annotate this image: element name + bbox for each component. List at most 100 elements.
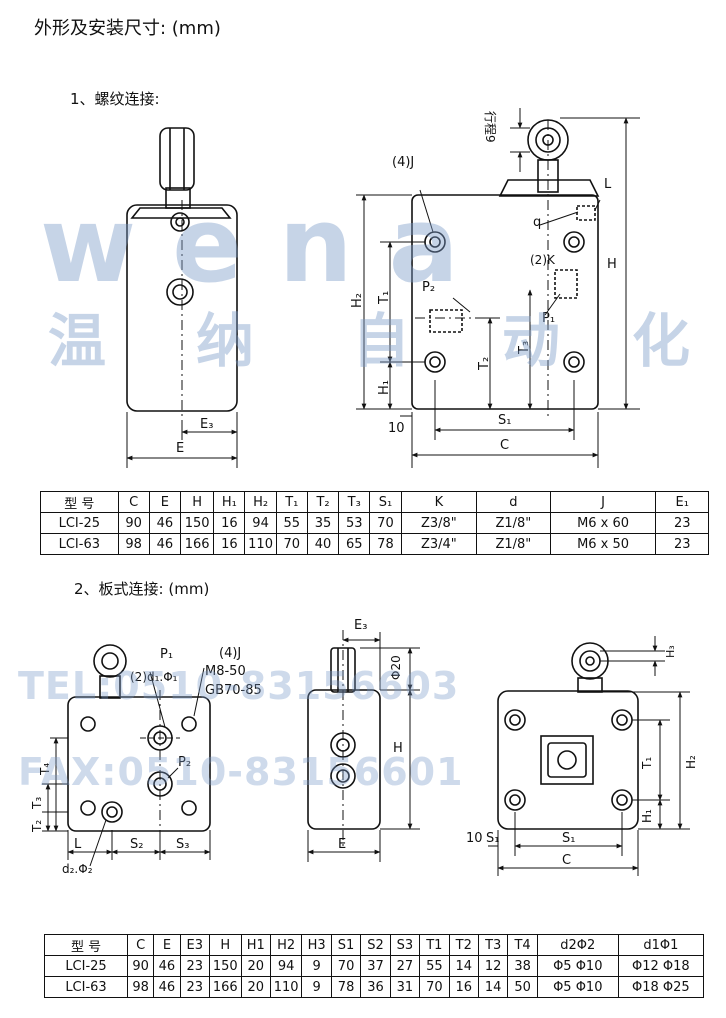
plate-middle-view bbox=[307, 630, 420, 862]
plate-t3-label: T₃ bbox=[30, 797, 44, 810]
table-cell: 78 bbox=[330, 976, 362, 998]
table-cell: Φ5 Φ10 bbox=[536, 976, 619, 998]
table-cell: 31 bbox=[389, 976, 421, 998]
plate-right-view bbox=[488, 636, 690, 876]
table-cell: 70 bbox=[369, 512, 402, 534]
plate-j-label: (4)J bbox=[219, 646, 241, 661]
table-header-cell: C bbox=[127, 934, 155, 956]
table-header-cell: H3 bbox=[301, 934, 332, 956]
table-cell: 166 bbox=[208, 976, 242, 998]
dim-t3-label: T₃ bbox=[517, 341, 532, 355]
table-cell: 94 bbox=[269, 955, 303, 977]
plate-s2-label: S₂ bbox=[130, 837, 143, 852]
table-header-cell: H bbox=[208, 934, 242, 956]
plate-d1-label: (2)d₁.Φ₁ bbox=[130, 670, 178, 684]
table-cell: 37 bbox=[360, 955, 391, 977]
plate-bolt-label: M8-50 bbox=[205, 664, 246, 679]
table-cell: 40 bbox=[306, 533, 340, 555]
table-cell: 14 bbox=[448, 955, 479, 977]
table-cell: 12 bbox=[477, 955, 509, 977]
right-s1-small-label: S₁ bbox=[486, 831, 499, 846]
table-header-cell: H₁ bbox=[213, 491, 246, 513]
section-2-label: 2、板式连接: (mm) bbox=[74, 580, 210, 598]
table-header-cell: H2 bbox=[269, 934, 303, 956]
table-cell: M6 x 60 bbox=[549, 512, 657, 534]
plate-s3-label: S₃ bbox=[176, 837, 189, 852]
plate-standard-label: GB70-85 bbox=[205, 683, 262, 698]
table-cell: 9 bbox=[301, 976, 332, 998]
right-h2-label: H₂ bbox=[684, 755, 698, 769]
table-cell: 27 bbox=[389, 955, 421, 977]
dim-e3-label: E₃ bbox=[200, 417, 213, 432]
plate-t2-label: T₂ bbox=[30, 820, 44, 833]
table-cell: 46 bbox=[153, 976, 181, 998]
table-cell: 110 bbox=[244, 533, 277, 555]
threaded-connection-drawing: E₃ E (4)J 行程9 L q (2)K H P₂ P₁ H₂ T₁ H₁ … bbox=[126, 108, 640, 468]
stroke-label: 行程9 bbox=[483, 111, 498, 143]
table-cell: 46 bbox=[153, 955, 181, 977]
table-cell: 23 bbox=[179, 955, 210, 977]
dim-t1-label: T₁ bbox=[377, 291, 392, 305]
table-header-cell: 型 号 bbox=[40, 491, 119, 513]
section-1-label: 1、螺纹连接: bbox=[70, 90, 160, 108]
table-row: LCI-63 98 46 166 16 110 70 40 65 78 Z3/4… bbox=[40, 533, 709, 555]
right-s1-label: S₁ bbox=[562, 831, 575, 846]
table-cell: 46 bbox=[148, 512, 182, 534]
dim-t2-label: T₂ bbox=[477, 357, 492, 371]
table-header-cell: E₁ bbox=[655, 491, 709, 513]
table-header-cell: T3 bbox=[477, 934, 509, 956]
plate-connection-drawing: P₁ (2)d₁.Φ₁ (4)J M8-50 GB70-85 P₂ T₄ T₃ … bbox=[30, 618, 698, 876]
table-cell: 36 bbox=[360, 976, 391, 998]
right-h3-label: H₃ bbox=[664, 645, 677, 658]
table-header-cell: T4 bbox=[507, 934, 538, 956]
mid-phi20-label: Φ20 bbox=[389, 655, 403, 680]
plate-p1-label: P₁ bbox=[160, 647, 173, 662]
table-header-cell: d2Φ2 bbox=[536, 934, 619, 956]
page-title: 外形及安装尺寸: (mm) bbox=[34, 18, 221, 39]
table-row: LCI-25 90 46 150 16 94 55 35 53 70 Z3/8"… bbox=[40, 512, 709, 534]
table-cell: Z1/8" bbox=[476, 512, 551, 534]
table-header-row: 型 号 C E E3 H H1 H2 H3 S1 S2 S3 T1 T2 T3 … bbox=[43, 934, 705, 956]
right-10-label: 10 bbox=[466, 831, 483, 846]
dim-s1-label: S₁ bbox=[498, 413, 511, 428]
dim-c-label: C bbox=[500, 438, 509, 453]
table-header-cell: H₂ bbox=[244, 491, 277, 513]
table-header-cell: S₁ bbox=[369, 491, 402, 513]
table-cell: 55 bbox=[419, 955, 450, 977]
table-cell: 53 bbox=[338, 512, 371, 534]
table-cell: 98 bbox=[117, 533, 150, 555]
table-cell: 16 bbox=[213, 533, 246, 555]
table-cell: 20 bbox=[240, 955, 271, 977]
table-cell: 23 bbox=[655, 512, 709, 534]
mid-e3-label: E₃ bbox=[354, 618, 367, 633]
table-header-cell: E bbox=[148, 491, 182, 513]
table-cell: 16 bbox=[213, 512, 246, 534]
plate-p2-label: P₂ bbox=[178, 755, 191, 770]
table-cell: 55 bbox=[275, 512, 308, 534]
threaded-spec-table: 型 号 C E H H₁ H₂ T₁ T₂ T₃ S₁ K d J E₁ LCI… bbox=[40, 491, 709, 555]
table-cell: 150 bbox=[208, 955, 242, 977]
table-cell: 9 bbox=[301, 955, 332, 977]
table-header-cell: S3 bbox=[389, 934, 421, 956]
table-header-cell: K bbox=[400, 491, 478, 513]
table-cell: 98 bbox=[127, 976, 155, 998]
table-cell: 78 bbox=[369, 533, 402, 555]
table-cell: 20 bbox=[240, 976, 271, 998]
plate-t4-label: T₄ bbox=[38, 763, 52, 776]
table-header-cell: H1 bbox=[240, 934, 271, 956]
table-cell: 65 bbox=[338, 533, 371, 555]
table-header-cell: d1Φ1 bbox=[617, 934, 705, 956]
table-cell: 70 bbox=[275, 533, 308, 555]
q-label: q bbox=[533, 215, 541, 230]
plate-spec-table: 型 号 C E E3 H H1 H2 H3 S1 S2 S3 T1 T2 T3 … bbox=[43, 934, 705, 998]
table-header-cell: T₃ bbox=[338, 491, 371, 513]
table-header-cell: T1 bbox=[419, 934, 450, 956]
dim-e-label: E bbox=[176, 441, 184, 456]
port-p1-label: P₁ bbox=[542, 311, 555, 326]
side-view bbox=[356, 108, 640, 468]
dim-h-label: H bbox=[607, 257, 617, 272]
table-cell: 150 bbox=[180, 512, 215, 534]
table-cell: 70 bbox=[419, 976, 450, 998]
table-header-cell: S1 bbox=[330, 934, 362, 956]
port-j-label: (4)J bbox=[392, 155, 414, 170]
